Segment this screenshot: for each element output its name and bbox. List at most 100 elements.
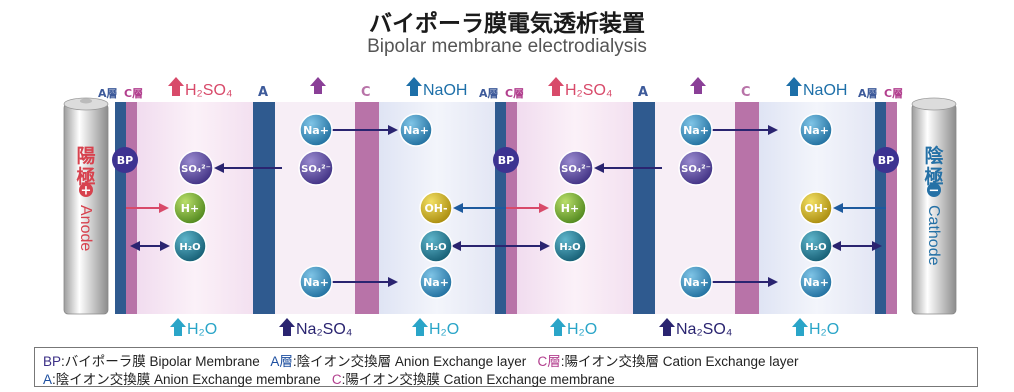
na-ion-label: Na+ (403, 124, 429, 137)
h2o-in-label-3: H₂O (567, 321, 597, 338)
c-layer-label-2: C層 (505, 87, 524, 100)
na-ion (799, 113, 833, 147)
hydroxide-ion-label: OH- (804, 202, 827, 215)
na-ion (299, 265, 333, 299)
water-molecule-label: H₂O (179, 242, 200, 253)
diagram-subtitle: Bipolar membrane electrodialysis (367, 36, 647, 57)
a-membrane-label-2: A (638, 85, 648, 100)
cation-membrane-2 (735, 102, 759, 314)
legend-box: BP:バイポーラ膜 Bipolar Membrane A層:陰イオン交換層 An… (34, 347, 978, 387)
sulfate-ion (558, 150, 594, 186)
legend-bp-key: BP (43, 354, 62, 369)
up-arrow-icon (406, 77, 422, 96)
anode-electrode (63, 97, 109, 315)
up-arrow-icon (279, 318, 295, 336)
water-molecule-label: H₂O (425, 242, 446, 253)
na2so4-in-label-2: Na₂SO₄ (676, 321, 732, 338)
water-molecule (799, 229, 833, 263)
a-layer-label-2: A層 (479, 87, 499, 100)
bp-badge-label: BP (878, 154, 894, 167)
hydroxide-ion-label: OH- (424, 202, 447, 215)
sulfate-ion-label: SO₄²⁻ (681, 164, 711, 175)
legend-c-layer-text: :陽イオン交換層 Cation Exchange layer (560, 354, 799, 369)
up-arrow-icon (690, 77, 706, 94)
bp-badge-label: BP (117, 154, 133, 167)
na-ion-label: Na+ (423, 276, 449, 289)
naoh-out-label: NaOH (423, 82, 467, 99)
plus-icon (79, 183, 93, 197)
naoh-out-label-2: NaOH (803, 82, 847, 99)
bp-badge (493, 147, 519, 173)
sulfate-ion (178, 150, 214, 186)
sulfate-ion-label: SO₄²⁻ (561, 164, 591, 175)
legend-a-layer-text: :陰イオン交換層 Anion Exchange layer (292, 354, 527, 369)
up-arrow-icon (792, 318, 808, 336)
legend-c-layer-key: C層 (537, 354, 561, 369)
up-arrow-icon (786, 77, 802, 96)
up-arrow-icon (310, 77, 326, 94)
anode-en-label: Anode (77, 205, 94, 251)
sulfate-ion-label: SO₄²⁻ (301, 164, 331, 175)
up-arrow-icon (550, 318, 566, 336)
water-molecule (419, 229, 453, 263)
hydrogen-ion (553, 191, 587, 225)
bp-badge-label: BP (498, 154, 514, 167)
na-ion-label: Na+ (303, 124, 329, 137)
up-arrow-icon (412, 318, 428, 336)
legend-a-text: :陰イオン交換膜 Anion Exchange membrane (52, 372, 321, 387)
h2o-in-label-4: H₂O (809, 321, 839, 338)
h2o-in-label: H₂O (187, 321, 217, 338)
cathode-sign: − (929, 184, 940, 199)
water-molecule-label: H₂O (559, 242, 580, 253)
sulfate-ion (298, 150, 334, 186)
na-ion-label: Na+ (303, 276, 329, 289)
na-ion (299, 113, 333, 147)
na-ion (399, 113, 433, 147)
a-membrane-label: A (258, 85, 268, 100)
hydrogen-ion-label: H+ (181, 202, 199, 215)
bp-badge (873, 147, 899, 173)
anode-jp-label: 陽極 (76, 145, 95, 188)
na-ion (679, 265, 713, 299)
na-ion (679, 113, 713, 147)
cathode-en-label: Cathode (925, 205, 942, 266)
hydrogen-ion-label: H+ (561, 202, 579, 215)
up-arrow-icon (168, 77, 184, 96)
water-molecule-label: H₂O (805, 242, 826, 253)
hydroxide-ion (419, 191, 453, 225)
diagram-title: バイポーラ膜電気透析装置 (369, 11, 645, 37)
na-ion-label: Na+ (803, 276, 829, 289)
a-layer-label-3: A層 (858, 87, 878, 100)
sulfate-ion (678, 150, 714, 186)
legend-line-1: BP:バイポーラ膜 Bipolar Membrane A層:陰イオン交換層 An… (43, 350, 799, 370)
sulfate-ion-label: SO₄²⁻ (181, 164, 211, 175)
water-molecule (553, 229, 587, 263)
up-arrow-icon (170, 318, 186, 336)
na-ion-label: Na+ (683, 276, 709, 289)
na-ion-label: Na+ (683, 124, 709, 137)
up-arrow-icon (548, 77, 564, 96)
na2so4-in-label: Na₂SO₄ (296, 321, 352, 338)
hydroxide-ion (799, 191, 833, 225)
c-membrane-label: C (361, 85, 371, 100)
water-molecule (173, 229, 207, 263)
legend-a-layer-key: A層 (270, 354, 293, 369)
electrodialysis-diagram: 陽極 + Anode 陰極 − Cathode A層 C層 A C A層 C層 … (63, 77, 957, 338)
na-ion (799, 265, 833, 299)
na-ion (419, 265, 453, 299)
cation-membrane-1 (355, 102, 379, 314)
c-membrane-label-2: C (741, 85, 751, 100)
anion-membrane-1 (253, 102, 275, 314)
legend-c-text: :陽イオン交換膜 Cation Exchange membrane (341, 372, 615, 387)
up-arrow-icon (659, 318, 675, 336)
minus-icon (927, 183, 941, 197)
c-layer-label: C層 (124, 87, 143, 100)
na-ion-label: Na+ (803, 124, 829, 137)
cathode-jp-label: 陰極 (924, 144, 944, 188)
h2so4-out-label: H₂SO₄ (185, 82, 232, 99)
legend-bp-text: :バイポーラ膜 Bipolar Membrane (61, 354, 260, 369)
legend-line-2: A:陰イオン交換膜 Anion Exchange membrane C:陽イオン… (43, 368, 615, 388)
cathode-electrode (911, 97, 957, 315)
legend-c-key: C (331, 372, 342, 387)
a-layer-label: A層 (98, 87, 118, 100)
